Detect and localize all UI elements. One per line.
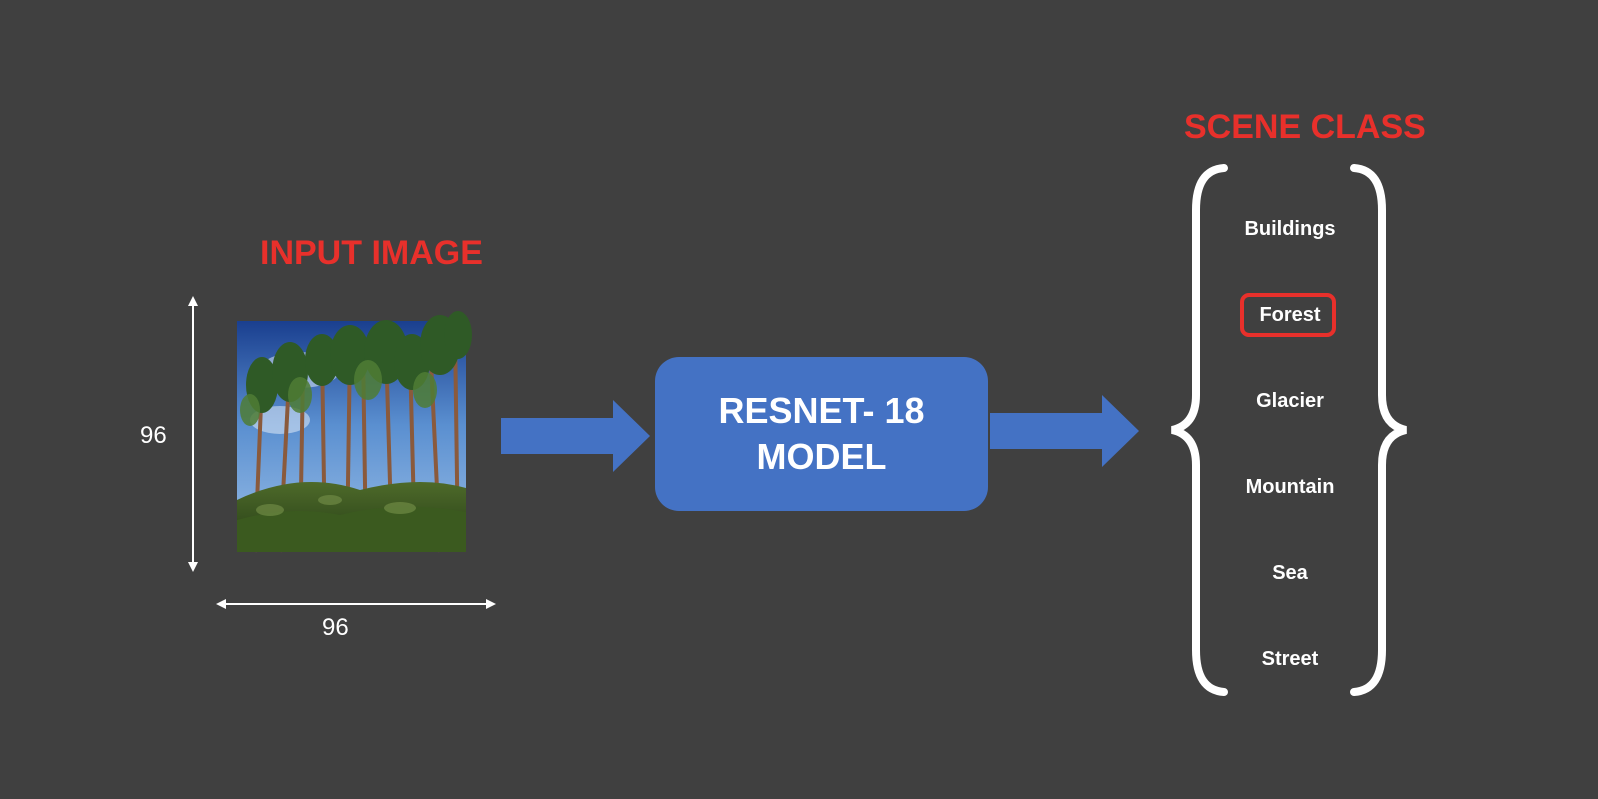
width-dimension-arrow xyxy=(216,599,496,609)
class-buildings: Buildings xyxy=(1244,218,1336,240)
class-forest: Forest xyxy=(1259,304,1321,326)
selected-class-highlight xyxy=(1240,293,1336,337)
scene-class-label: SCENE CLASS xyxy=(1184,108,1426,146)
class-glacier: Glacier xyxy=(1256,390,1324,412)
left-brace xyxy=(1170,164,1228,696)
class-sea: Sea xyxy=(1272,562,1308,584)
forest-input-image xyxy=(237,311,472,553)
input-image-label: INPUT IMAGE xyxy=(260,234,483,272)
class-street: Street xyxy=(1261,648,1319,670)
model-name: RESNET- 18 xyxy=(718,390,925,431)
right-brace xyxy=(1350,164,1408,696)
model-label: MODEL xyxy=(756,436,887,477)
class-mountain: Mountain xyxy=(1245,476,1335,498)
input-arrow xyxy=(501,400,650,472)
resnet-model-box: RESNET- 18 MODEL xyxy=(655,357,988,511)
height-dimension-label: 96 xyxy=(140,422,167,449)
height-dimension-arrow xyxy=(188,296,198,572)
output-arrow xyxy=(990,395,1139,467)
width-dimension-label: 96 xyxy=(322,614,349,641)
